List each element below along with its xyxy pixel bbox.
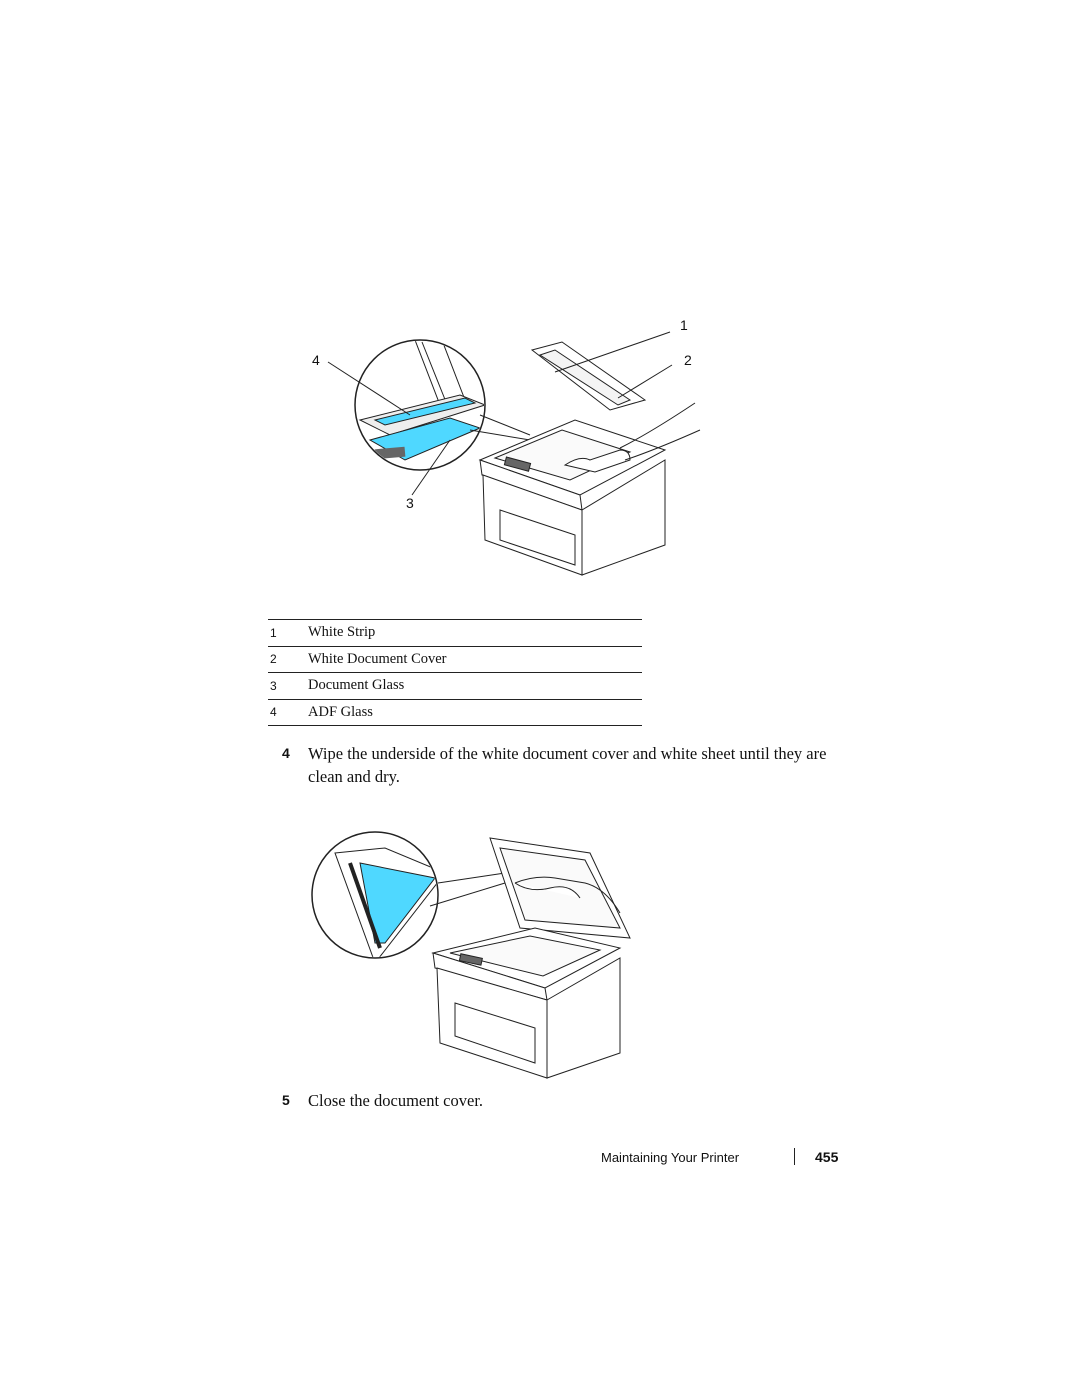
legend-label: ADF Glass bbox=[308, 699, 642, 726]
callout-number-3: 3 bbox=[406, 495, 414, 511]
callout-leader-4 bbox=[327, 361, 411, 416]
printer-illustration-2 bbox=[311, 831, 631, 1079]
connector-line bbox=[429, 882, 506, 907]
legend-label: Document Glass bbox=[308, 672, 642, 700]
legend-label: White Strip bbox=[308, 619, 642, 647]
printer-figure-glass: 1 2 3 4 bbox=[300, 310, 710, 585]
step-4: 4 Wipe the underside of the white docume… bbox=[282, 742, 842, 788]
footer-separator bbox=[794, 1148, 795, 1165]
connector-line bbox=[469, 429, 531, 441]
callout-legend-table: 1 White Strip 2 White Document Cover 3 D… bbox=[268, 619, 642, 726]
step-text: Wipe the underside of the white document… bbox=[308, 744, 827, 786]
callout-leader-3 bbox=[411, 439, 451, 496]
legend-label: White Document Cover bbox=[308, 646, 642, 673]
page-number: 455 bbox=[815, 1149, 839, 1165]
step-number: 4 bbox=[282, 745, 290, 761]
legend-number: 4 bbox=[268, 699, 308, 726]
printer-body bbox=[431, 837, 631, 1079]
printer-body bbox=[478, 341, 701, 576]
connector-line bbox=[437, 872, 506, 884]
callout-number-1: 1 bbox=[680, 317, 688, 333]
legend-number: 3 bbox=[268, 672, 308, 700]
callout-number-2: 2 bbox=[684, 352, 692, 368]
printer-figure-cover bbox=[305, 828, 645, 1083]
callout-leader-2 bbox=[617, 364, 673, 399]
adf-glass-highlight bbox=[373, 397, 477, 426]
step-5: 5 Close the document cover. bbox=[282, 1089, 842, 1112]
footer-section-title: Maintaining Your Printer bbox=[601, 1150, 740, 1165]
legend-row: 2 White Document Cover bbox=[268, 646, 642, 673]
printer-illustration-1: 1 2 3 4 bbox=[312, 317, 701, 576]
legend-number: 2 bbox=[268, 646, 308, 673]
legend-row: 4 ADF Glass bbox=[268, 699, 642, 726]
legend-row: 3 Document Glass bbox=[268, 672, 642, 700]
step-text: Close the document cover. bbox=[308, 1091, 484, 1110]
legend-row: 1 White Strip bbox=[268, 619, 642, 647]
step-number: 5 bbox=[282, 1092, 290, 1108]
connector-line bbox=[479, 414, 531, 436]
callout-leader-1 bbox=[554, 331, 671, 373]
callout-number-4: 4 bbox=[312, 352, 320, 368]
legend-number: 1 bbox=[268, 619, 308, 647]
